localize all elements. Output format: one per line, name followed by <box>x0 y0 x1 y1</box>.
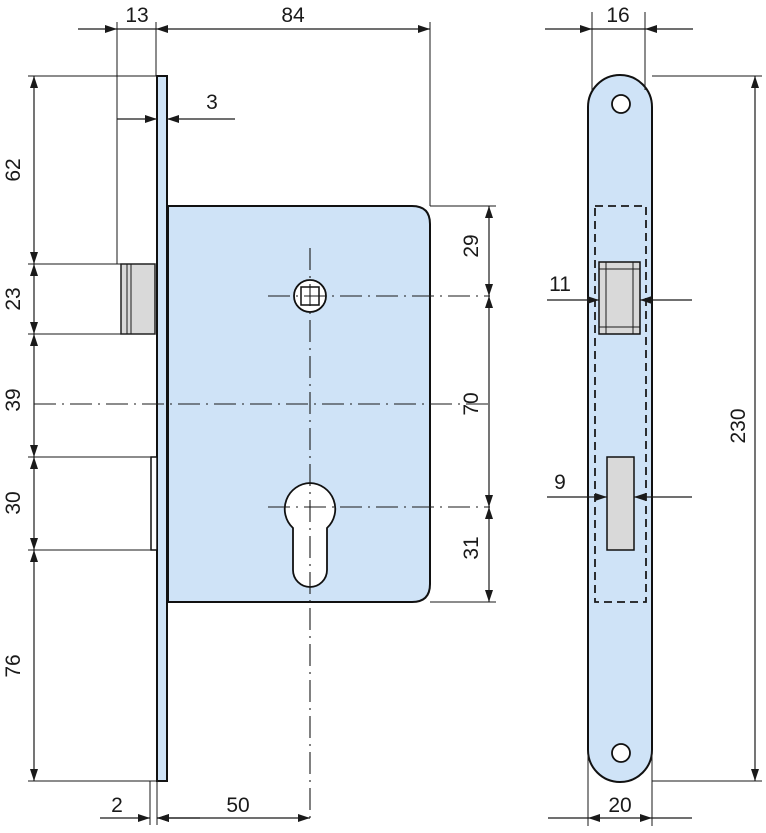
front-latch <box>606 456 635 551</box>
cylinder-keyhole <box>283 482 337 588</box>
side-view: 13 84 3 62 23 39 30 76 2 50 29 70 31 <box>2 4 496 825</box>
latch-bolt <box>150 456 158 551</box>
dim-16: 16 <box>606 4 629 27</box>
hidden-case-outline <box>594 205 647 603</box>
dim-3: 3 <box>206 91 218 114</box>
dim-76: 76 <box>2 654 25 677</box>
dim-9: 9 <box>554 471 566 494</box>
front-faceplate <box>587 74 653 783</box>
bottom-screw-hole <box>611 743 631 763</box>
dim-23: 23 <box>2 287 25 310</box>
front-view: 16 11 9 230 20 <box>545 4 762 826</box>
dim-20: 20 <box>608 794 631 817</box>
dim-31: 31 <box>460 536 483 559</box>
dim-13: 13 <box>125 4 148 27</box>
dim-62: 62 <box>2 158 25 181</box>
dim-84: 84 <box>281 4 305 27</box>
dim-230: 230 <box>727 408 750 443</box>
dim-50: 50 <box>226 794 249 817</box>
front-deadbolt <box>598 261 641 335</box>
top-screw-hole <box>611 94 631 114</box>
dim-2: 2 <box>111 794 123 817</box>
dim-39: 39 <box>2 388 25 411</box>
forend-plate <box>156 75 168 782</box>
dim-30: 30 <box>2 491 25 514</box>
deadbolt <box>120 263 156 335</box>
dim-29: 29 <box>460 234 483 257</box>
dim-70: 70 <box>460 392 483 415</box>
dim-11: 11 <box>549 273 571 296</box>
